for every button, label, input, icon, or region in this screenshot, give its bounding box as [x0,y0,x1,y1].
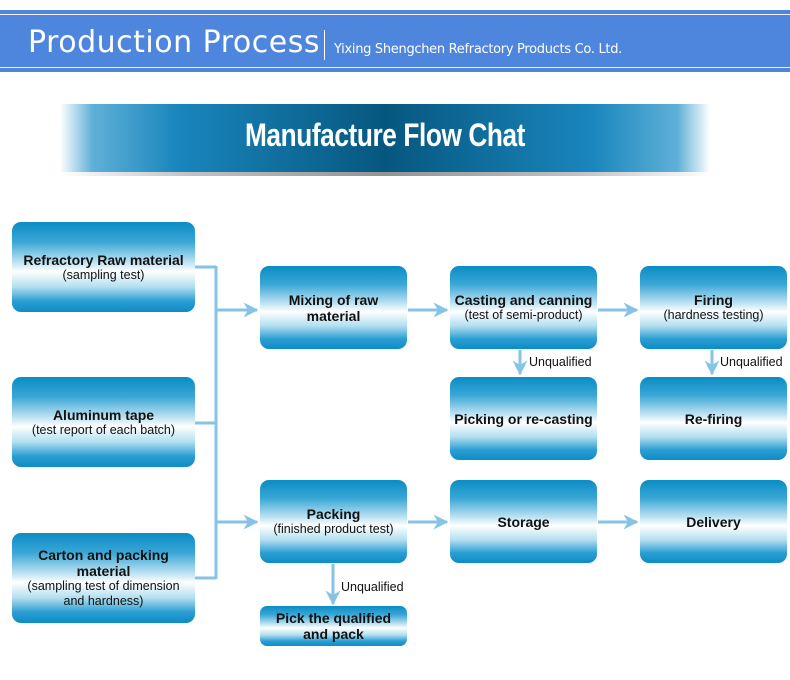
step-subtitle: (finished product test) [273,522,394,536]
step-storage: Storage [450,480,597,563]
label-unqualified-firing: Unqualified [720,355,783,369]
step-delivery: Delivery [640,480,787,563]
company-name: Yixing Shengchen Refractory Products Co.… [334,42,623,57]
step-mixing: Mixing of raw material [260,266,407,349]
step-title: Packing [306,506,361,522]
step-firing: Firing (hardness testing) [640,266,787,349]
input-title: Carton and packing material [38,547,169,579]
step-title: Re-firing [684,410,743,427]
input-refractory-raw-material: Refractory Raw material (sampling test) [12,222,195,312]
step-picking-recasting: Picking or re-casting [450,377,597,460]
header-rule-bottom [0,67,790,68]
flow-chart-banner: Manufacture Flow Chat [60,104,710,176]
label-unqualified-packing: Unqualified [341,580,404,594]
page-header: Production Process Yixing Shengchen Refr… [0,10,790,72]
input-subtitle: (test report of each batch) [31,422,176,437]
input-aluminum-tape: Aluminum tape (test report of each batch… [12,377,195,467]
input-subtitle: (sampling test) [62,267,145,282]
step-packing: Packing (finished product test) [260,480,407,563]
header-rule-top [0,14,790,15]
step-title: Delivery [686,513,741,530]
input-subtitle: (sampling test of dimension [27,579,180,593]
step-subtitle: (test of semi-product) [464,308,583,322]
step-title-line2: and pack [303,626,364,642]
header-separator [324,30,325,60]
input-title: Refractory Raw material [23,251,184,268]
page-title: Production Process [28,25,320,60]
input-carton-packing-material: Carton and packing material (sampling te… [12,533,195,623]
step-refiring: Re-firing [640,377,787,460]
banner-title: Manufacture Flow Chat [244,117,526,153]
step-subtitle: (hardness testing) [663,308,764,322]
step-title: Casting and canning [454,292,593,308]
step-title: Firing [694,292,733,308]
step-title: Pick the qualified [275,610,392,626]
step-title: Storage [497,513,550,530]
input-subtitle-line2: and hardness) [63,594,144,608]
input-title: Aluminum tape [52,406,155,423]
step-title: Picking or re-casting [454,410,593,427]
step-pick-qualified-pack: Pick the qualified and pack [260,606,407,646]
label-unqualified-casting: Unqualified [529,355,592,369]
step-title: Mixing of raw material [288,291,379,324]
step-casting: Casting and canning (test of semi-produc… [450,266,597,349]
